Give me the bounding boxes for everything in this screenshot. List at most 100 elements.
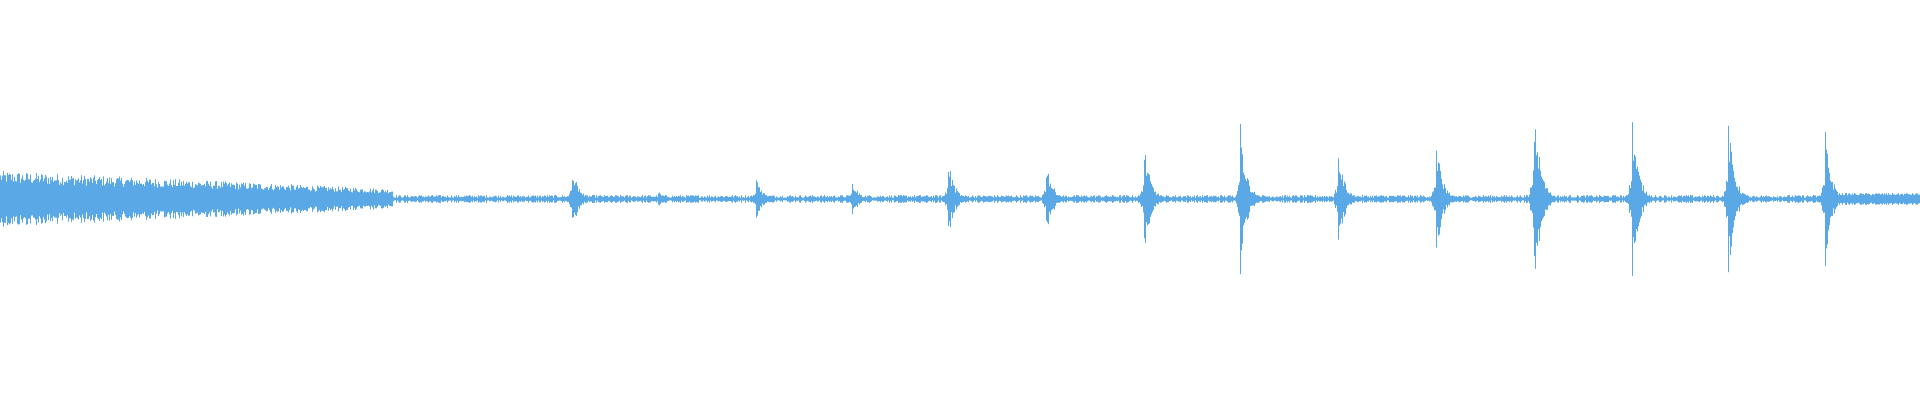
waveform-sample [1916,193,1917,205]
waveform-sample [836,197,837,201]
waveform-sample [884,197,885,201]
waveform-sample [1130,197,1131,201]
waveform-sample [372,190,373,208]
waveform-sample [952,179,953,219]
waveform-sample [1814,195,1815,203]
waveform-sample [439,195,440,203]
waveform-sample [1382,195,1383,203]
waveform-sample [648,195,649,203]
waveform-sample [1571,197,1572,201]
waveform-sample [54,180,55,218]
waveform-sample [1583,195,1584,203]
waveform-sample [1499,197,1500,201]
waveform-sample [47,183,48,215]
waveform-sample [213,185,214,213]
waveform-sample [211,186,212,212]
waveform-sample [712,196,713,202]
waveform-sample [1881,194,1882,204]
waveform-sample [1528,196,1529,202]
waveform-sample [1825,132,1826,266]
waveform-sample [309,189,310,209]
waveform-sample [527,196,528,202]
waveform-sample [1317,196,1318,202]
waveform-sample [1346,189,1347,209]
waveform-sample [414,196,415,202]
waveform-sample [779,197,780,201]
waveform-sample [1056,195,1057,203]
waveform-sample [1435,187,1436,211]
waveform-sample [49,183,50,215]
waveform-sample [1805,197,1806,201]
waveform-sample [1687,196,1688,202]
waveform-sample [1508,196,1509,202]
waveform-sample [948,171,949,227]
waveform-sample [261,188,262,210]
waveform-sample [62,177,63,221]
waveform-sample [880,195,881,203]
waveform-sample [820,195,821,203]
waveform-sample [1524,195,1525,203]
waveform-sample [1204,195,1205,203]
waveform-sample [531,196,532,202]
waveform-sample [1798,195,1799,203]
waveform-sample [1636,168,1637,230]
waveform-sample [1337,186,1338,212]
waveform-sample [1274,197,1275,201]
waveform-sample [1004,196,1005,202]
waveform-sample [1901,193,1902,205]
waveform-sample [695,195,696,203]
waveform-sample [1300,195,1301,203]
waveform-sample [625,195,626,203]
waveform-sample [9,173,10,225]
waveform-sample [1882,193,1883,205]
waveform-sample [1217,197,1218,201]
waveform-sample [1611,197,1612,201]
waveform-sample [1092,196,1093,202]
waveform-sample [1161,195,1162,203]
waveform-sample [995,196,996,202]
waveform-sample [824,195,825,203]
waveform-sample [1544,182,1545,216]
waveform-sample [1607,195,1608,203]
waveform-sample [338,186,339,212]
waveform-sample [1616,196,1617,202]
waveform-sample [944,195,945,203]
waveform-sample [999,197,1000,201]
waveform-sample [412,196,413,202]
waveform-sample [348,190,349,208]
waveform-sample [1099,195,1100,203]
waveform-sample [1055,192,1056,206]
waveform-sample [1196,196,1197,202]
waveform-sample [1439,163,1440,235]
waveform-sample [1842,193,1843,205]
waveform-sample [1237,190,1238,208]
waveform-sample [97,180,98,218]
waveform-sample [1710,195,1711,203]
waveform-sample [1497,196,1498,202]
waveform-sample [100,180,101,218]
waveform-sample [159,183,160,215]
waveform-sample [127,179,128,219]
waveform-sample [365,191,366,207]
waveform-sample [1884,193,1885,205]
waveform-sample [1712,197,1713,201]
waveform-sample [728,196,729,202]
waveform-sample [681,197,682,201]
waveform-sample [878,196,879,202]
waveform-sample [1371,197,1372,201]
waveform-sample [276,187,277,211]
waveform-sample [1827,153,1828,245]
waveform-sample [1137,196,1138,202]
waveform-sample [235,188,236,210]
waveform-sample [1763,196,1764,202]
waveform-sample [1870,195,1871,203]
waveform-sample [1918,194,1919,204]
waveform-sample [1186,197,1187,201]
waveform-sample [1340,174,1341,224]
waveform-sample [528,195,529,203]
waveform-sample [1837,191,1838,207]
waveform-sample [729,197,730,201]
waveform-sample [1640,179,1641,219]
waveform-sample [1742,192,1743,206]
waveform-sample [1211,195,1212,203]
